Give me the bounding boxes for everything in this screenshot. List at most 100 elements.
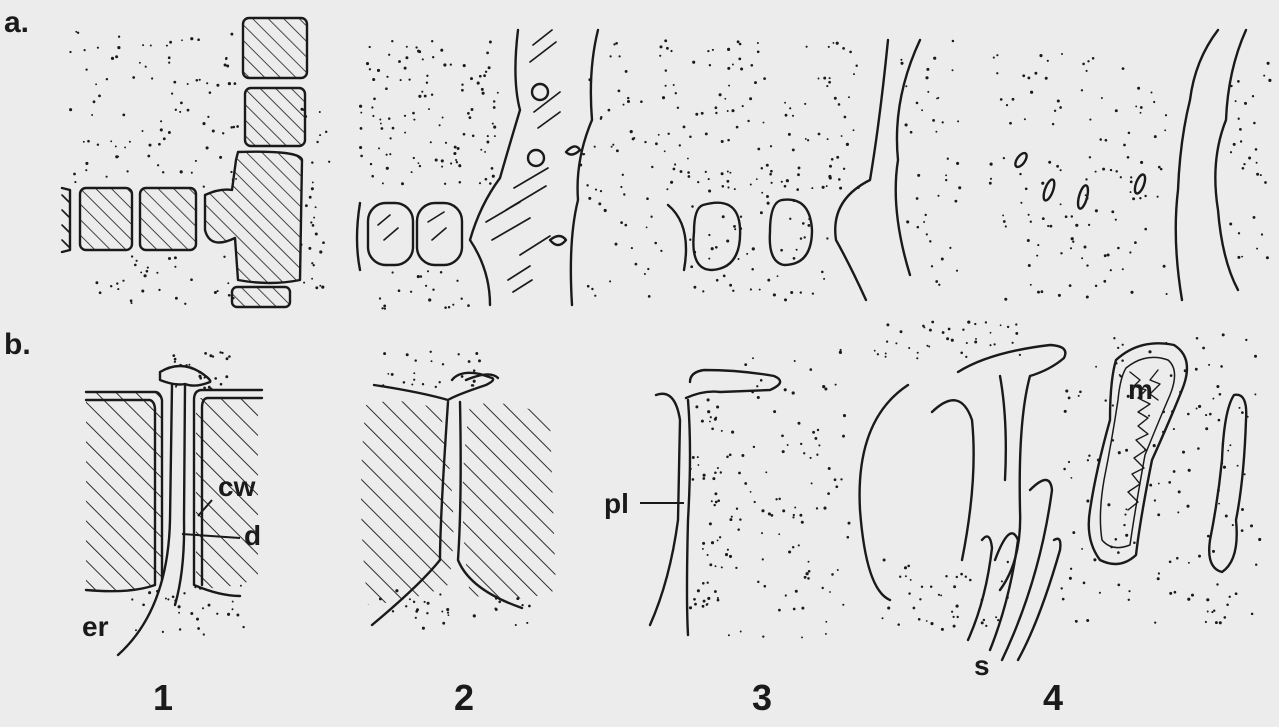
stipple-dot — [609, 55, 611, 57]
stipple-dot — [1254, 355, 1257, 358]
stipple-dot — [439, 124, 441, 126]
stipple-dot — [411, 171, 413, 173]
stipple-dot — [1154, 499, 1156, 501]
stipple-dot — [1086, 70, 1088, 72]
stipple-dot — [1099, 138, 1102, 141]
stipple-dot — [197, 38, 200, 41]
stipple-dot — [687, 158, 689, 160]
stipple-dot — [908, 347, 910, 349]
stipple-dot — [432, 56, 434, 58]
stipple-dot — [461, 89, 464, 92]
stipple-dot — [1119, 374, 1121, 376]
stipple-dot — [1260, 174, 1262, 176]
stipple-dot — [917, 226, 920, 229]
stipple-dot — [440, 271, 443, 274]
stipple-dot — [422, 58, 424, 60]
stipple-dot — [431, 360, 433, 362]
stipple-dot — [309, 196, 312, 199]
stipple-dot — [1104, 399, 1106, 401]
stipple-dot — [923, 221, 925, 223]
stipple-dot — [825, 621, 827, 623]
stipple-dot — [1215, 621, 1218, 624]
stipple-dot — [729, 172, 731, 174]
stipple-dot — [1164, 129, 1166, 131]
stipple-dot — [756, 178, 758, 180]
stipple-dot — [792, 391, 795, 394]
stipple-dot — [486, 52, 489, 55]
stipple-dot — [974, 323, 976, 325]
stipple-dot — [1107, 503, 1110, 506]
stipple-dot — [707, 582, 709, 584]
stipple-dot — [1123, 524, 1125, 526]
stipple-dot — [403, 381, 406, 384]
stipple-dot — [965, 356, 967, 358]
stipple-dot — [1182, 451, 1185, 454]
stipple-dot — [450, 63, 452, 65]
stipple-dot — [762, 558, 764, 560]
stipple-dot — [1102, 168, 1105, 171]
stipple-dot — [1157, 513, 1160, 516]
stipple-dot — [470, 77, 473, 80]
stipple-dot — [95, 83, 97, 85]
row-label-b: b. — [4, 330, 31, 360]
stipple-dot — [179, 111, 181, 113]
stipple-dot — [848, 96, 850, 98]
stipple-dot — [1218, 419, 1221, 422]
stipple-dot — [800, 237, 802, 239]
stipple-dot — [702, 290, 704, 292]
stipple-dot — [694, 603, 697, 606]
stipple-dot — [1258, 538, 1261, 541]
stipple-dot — [811, 187, 813, 189]
stipple-dot — [798, 166, 801, 169]
stipple-dot — [1009, 122, 1012, 125]
stipple-dot — [670, 50, 672, 52]
stipple-dot — [1268, 79, 1271, 82]
stipple-dot — [719, 536, 721, 538]
stipple-dot — [627, 100, 630, 103]
stipple-dot — [752, 247, 755, 250]
stipple-dot — [203, 633, 205, 635]
stipple-dot — [1220, 365, 1223, 368]
stipple-dot — [232, 601, 234, 603]
stipple-dot — [828, 81, 831, 84]
stipple-dot — [611, 146, 613, 148]
stipple-dot — [1196, 408, 1198, 410]
stipple-dot — [1241, 256, 1243, 258]
stipple-dot — [359, 146, 362, 149]
stipple-dot — [933, 57, 936, 60]
stipple-dot — [106, 78, 108, 80]
stipple-dot — [431, 93, 433, 95]
stipple-dot — [760, 379, 763, 382]
stipple-dot — [925, 76, 928, 79]
stipple-dot — [422, 627, 425, 630]
stipple-dot — [1084, 246, 1087, 249]
stipple-dot — [941, 628, 944, 631]
stipple-dot — [1079, 391, 1082, 394]
stipple-dot — [382, 182, 384, 184]
stipple-dot — [1099, 592, 1101, 594]
stipple-dot — [208, 386, 211, 389]
stipple-dot — [168, 131, 171, 134]
stipple-dot — [620, 186, 622, 188]
stipple-dot — [463, 133, 466, 136]
stipple-dot — [1086, 499, 1089, 502]
stipple-dot — [167, 598, 169, 600]
stipple-dot — [747, 120, 749, 122]
stipple-dot — [115, 55, 118, 58]
stipple-dot — [308, 247, 311, 250]
stipple-dot — [823, 507, 826, 510]
stage-number-2: 2 — [454, 680, 474, 716]
stipple-dot — [640, 100, 643, 103]
stipple-dot — [319, 285, 321, 287]
stipple-dot — [1000, 324, 1002, 326]
stipple-dot — [389, 153, 391, 155]
stipple-dot — [414, 359, 416, 361]
stipple-dot — [782, 509, 785, 512]
stipple-dot — [666, 188, 668, 190]
stipple-dot — [312, 181, 314, 183]
stipple-dot — [457, 147, 460, 150]
stipple-dot — [913, 607, 916, 610]
stipple-dot — [840, 478, 842, 480]
stipple-dot — [410, 291, 412, 293]
stipple-dot — [708, 258, 710, 260]
